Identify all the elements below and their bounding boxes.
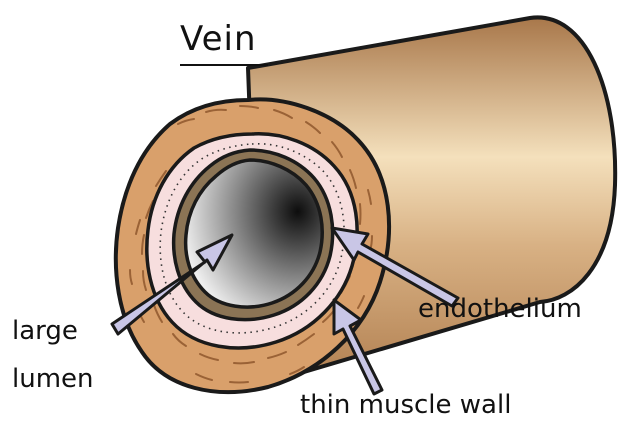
arrow-muscle-wall: [332, 298, 384, 396]
label-endothelium: endothelium: [418, 294, 582, 324]
arrow-large-lumen: [110, 233, 234, 336]
label-large: large: [12, 316, 78, 346]
lumen: [183, 158, 324, 309]
label-thin-muscle-wall: thin muscle wall: [300, 390, 512, 420]
title-underline: [180, 64, 268, 66]
label-lumen: lumen: [12, 364, 94, 394]
arrow-endothelium: [330, 226, 460, 308]
diagram-title: Vein: [180, 19, 257, 59]
